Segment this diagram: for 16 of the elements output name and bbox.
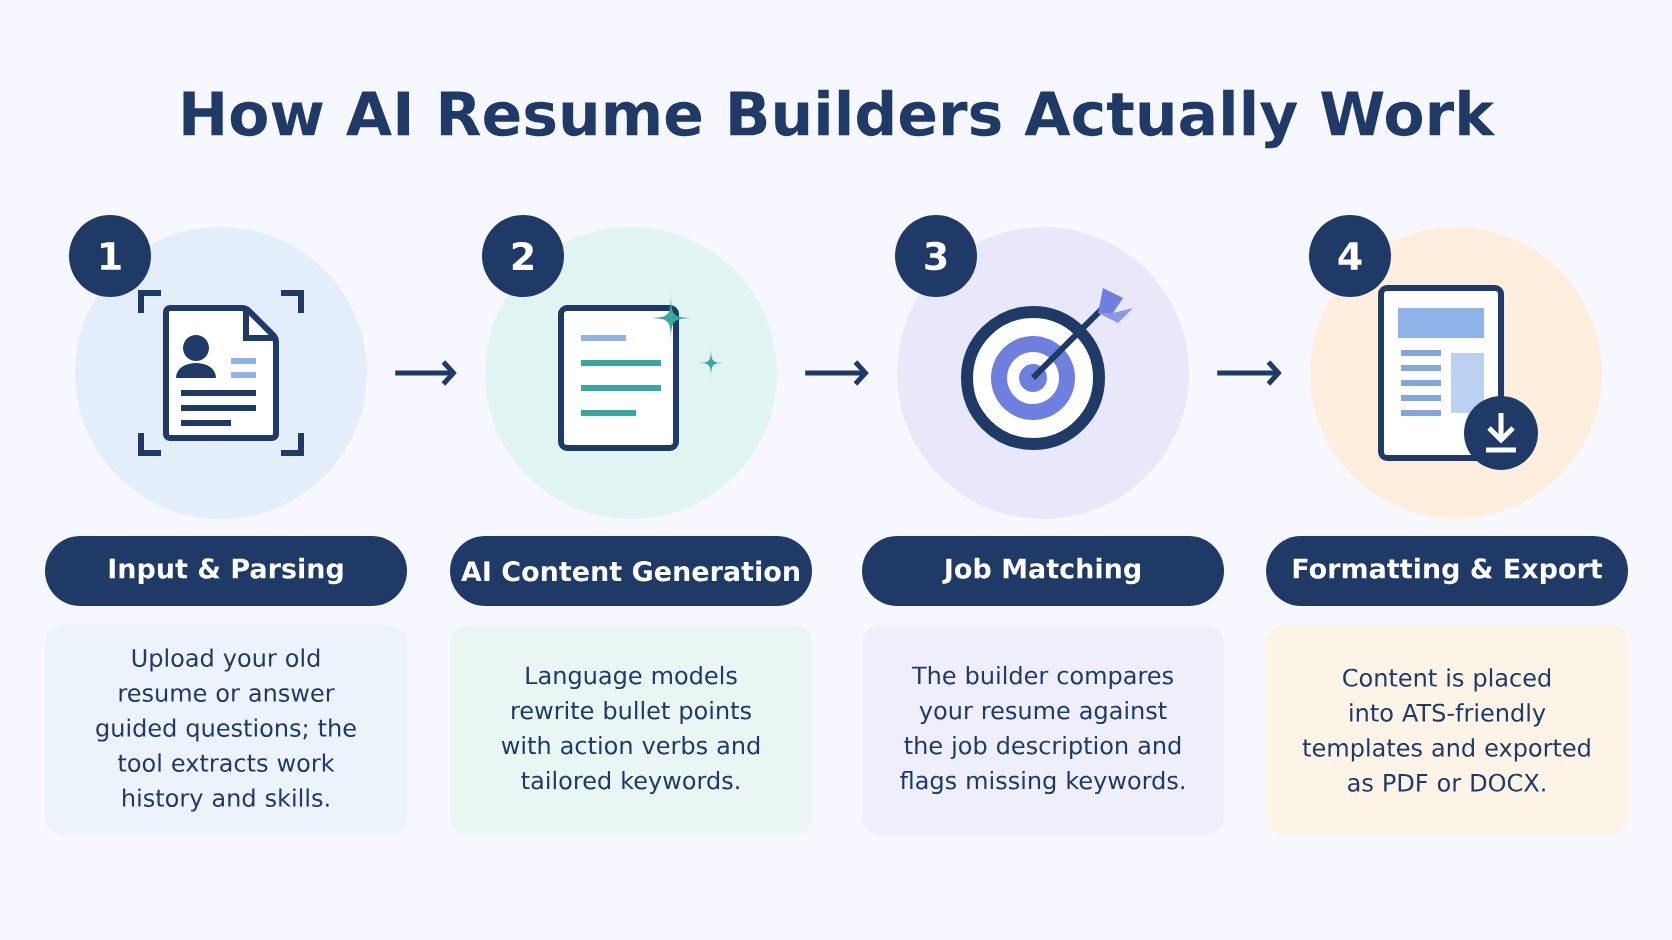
step-number-badge: 1 [69, 215, 151, 297]
arrow [805, 360, 869, 386]
step-heading-pill: Input & Parsing [45, 536, 407, 606]
step-heading-pill: AI Content Generation [450, 536, 812, 606]
arrow [1217, 360, 1282, 386]
step-heading-pill: Formatting & Export [1266, 536, 1628, 606]
description-card: Upload your old resume or answer guided questions; the tool extracts work history and skills. [45, 625, 407, 835]
step-number-badge: 4 [1309, 215, 1391, 297]
step-heading-pill: Job Matching [862, 536, 1224, 606]
title: How AI Resume Builders Actually Work [183, 89, 1496, 149]
description-card: The builder compares your resume against the job description and flags missing keywords. [862, 625, 1224, 835]
step-number-badge: 2 [482, 215, 564, 297]
description-card: Language models rewrite bullet points with action verbs and tailored keywords. [450, 625, 812, 835]
step-number-badge: 3 [895, 215, 977, 297]
description-card: Content is placed into ATS-friendly templates and exported as PDF or DOCX. [1266, 625, 1628, 835]
arrow [395, 360, 457, 386]
